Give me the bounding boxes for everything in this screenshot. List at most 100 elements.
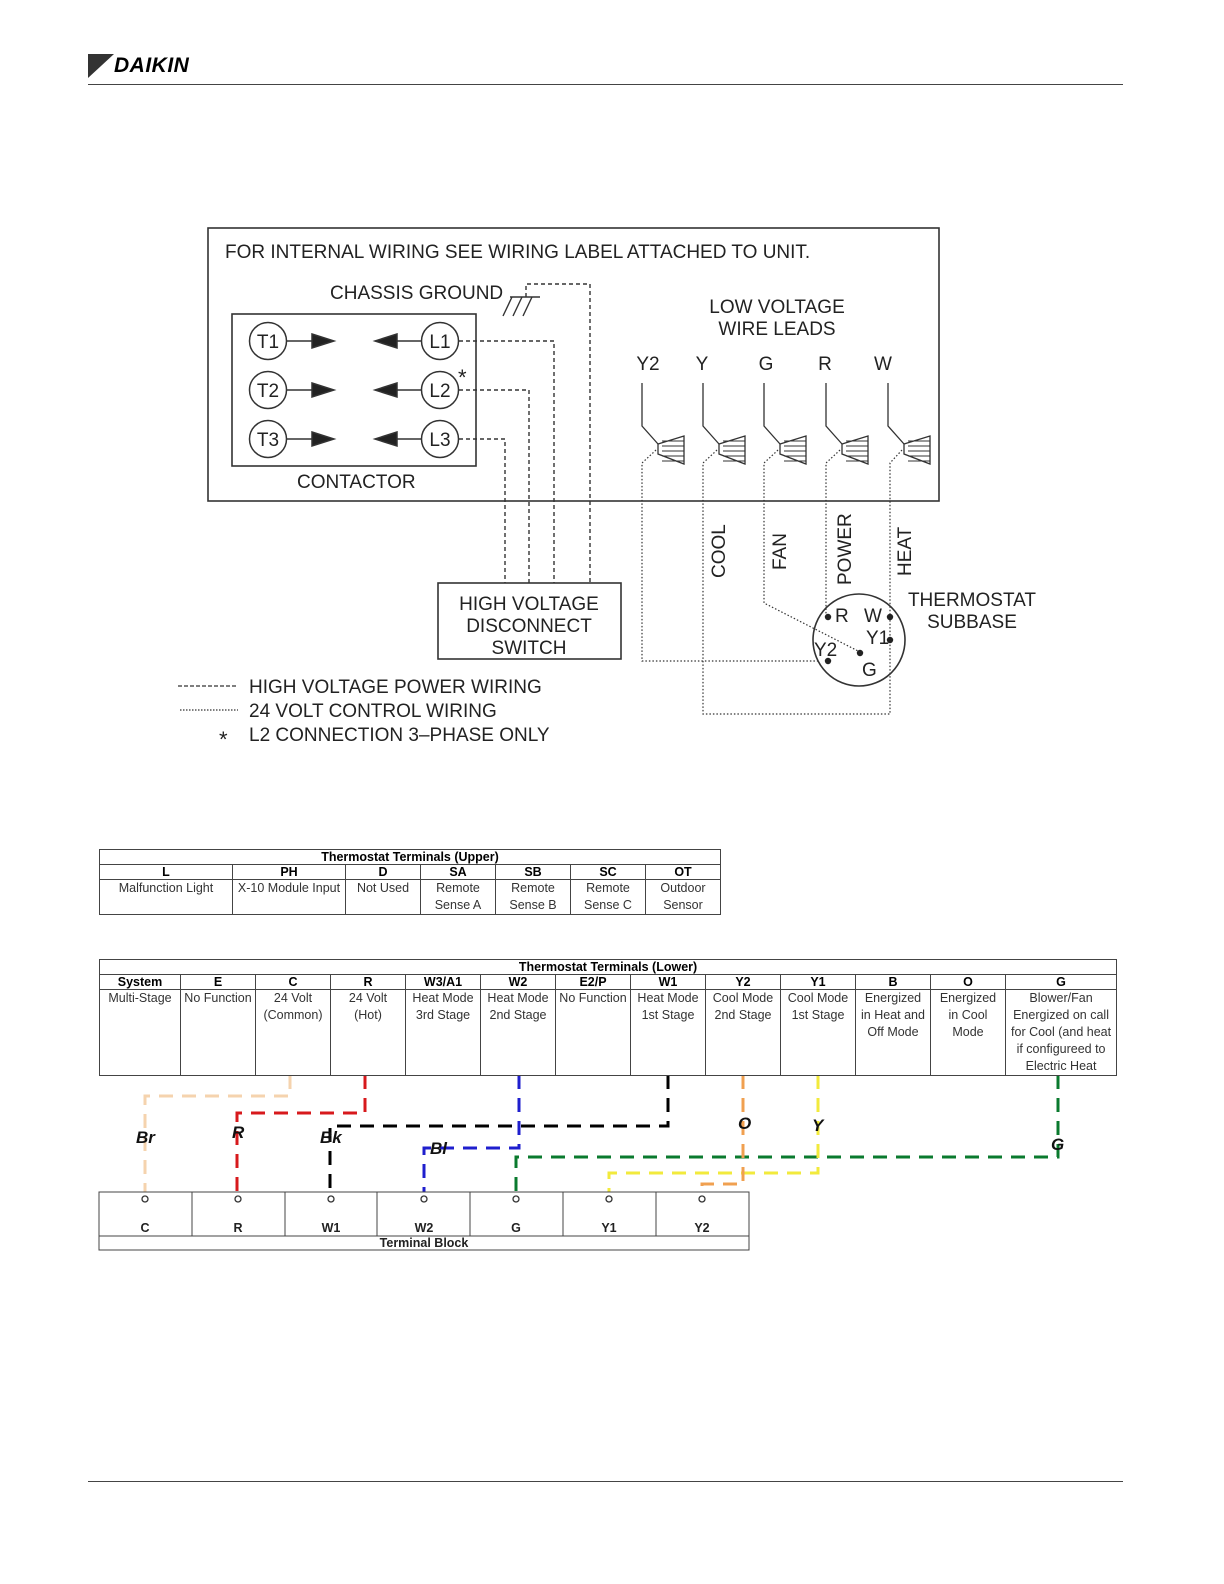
legend-star-symbol: *	[219, 727, 228, 752]
lower-cell-7-line: Heat Mode	[637, 991, 699, 1005]
svg-text:L3: L3	[429, 430, 450, 451]
disconnect-line2: DISCONNECT	[466, 616, 592, 637]
low-voltage-line2: WIRE LEADS	[718, 319, 835, 340]
upper-cell-6-line: Outdoor	[660, 881, 706, 895]
lower-cell-4-line: 3rd Stage	[415, 1008, 471, 1022]
lower-header-12: G	[1004, 974, 1118, 990]
high-voltage-wires	[459, 340, 555, 583]
lead-label-w: W	[874, 354, 892, 375]
thermostat-subbase-circle	[812, 593, 906, 687]
wire-green	[514, 1075, 1060, 1192]
upper-header-4: SB	[495, 864, 571, 880]
terminal-screw-1	[234, 1195, 242, 1203]
lower-cell-5-line: 2nd Stage	[489, 1008, 547, 1022]
lower-cell-12-line: Electric Heat	[1025, 1059, 1097, 1073]
wire-orange	[700, 1075, 745, 1192]
lower-cell-9-line: 1st Stage	[791, 1008, 845, 1022]
lower-cell-1-line: No Function	[184, 991, 252, 1005]
wire-function-power: POWER	[835, 513, 856, 585]
lower-cell-7-line: 1st Stage	[641, 1008, 695, 1022]
upper-header-2: D	[345, 864, 421, 880]
lower-cell-8-line: Cool Mode	[712, 991, 774, 1005]
lower-cell-3: 24 Volt(Hot)	[330, 989, 406, 1076]
low-voltage-line1: LOW VOLTAGE	[709, 297, 845, 318]
lower-cell-0: Multi-Stage	[99, 989, 181, 1076]
lower-header-5: W2	[480, 974, 556, 990]
wire-label-yellow: Y	[812, 1116, 825, 1135]
lower-cell-2: 24 Volt (Common)	[255, 989, 331, 1076]
thermostat-terminal-y1: Y1	[866, 628, 889, 649]
upper-header-1: PH	[232, 864, 346, 880]
lower-header-11: O	[930, 974, 1006, 990]
wire-label-red: R	[232, 1123, 245, 1142]
contactor-l2: L2	[420, 370, 460, 410]
legend-star: L2 CONNECTION 3–PHASE ONLY	[249, 725, 550, 746]
contactor-t2: T2	[248, 370, 288, 410]
lower-header-10: B	[855, 974, 931, 990]
tb-terminal-c: C	[140, 1221, 149, 1235]
wire-label-brown: Br	[136, 1128, 156, 1147]
upper-cell-0-line: Malfunction Light	[118, 881, 214, 895]
upper-cell-3-line: Sense A	[434, 898, 482, 912]
disconnect-line3: SWITCH	[492, 638, 567, 659]
thermostat-terminal-w: W	[864, 606, 882, 627]
tb-terminal-r: R	[233, 1221, 242, 1235]
terminal-screw-3	[420, 1195, 428, 1203]
tb-terminal-y2: Y2	[694, 1221, 709, 1235]
lower-cell-2-line: (Common)	[263, 1008, 323, 1022]
legend-high-voltage: HIGH VOLTAGE POWER WIRING	[249, 677, 542, 698]
legend-control: 24 VOLT CONTROL WIRING	[249, 701, 497, 722]
svg-text:L1: L1	[429, 332, 450, 353]
thermostat-terminal-y2: Y2	[814, 640, 837, 661]
lower-header-9: Y1	[780, 974, 856, 990]
upper-header-5: SC	[570, 864, 646, 880]
wire-brown	[143, 1075, 292, 1192]
svg-text:T1: T1	[257, 332, 279, 353]
lower-header-3: R	[330, 974, 406, 990]
lower-cell-12-line: Blower/Fan	[1029, 991, 1093, 1005]
contactor-label: CONTACTOR	[297, 472, 416, 493]
upper-header-0: L	[99, 864, 233, 880]
internal-wiring-note: FOR INTERNAL WIRING SEE WIRING LABEL ATT…	[225, 242, 810, 263]
lower-header-1: E	[180, 974, 256, 990]
lower-cell-2-line: 24 Volt	[273, 991, 313, 1005]
tb-terminal-w1: W1	[322, 1221, 341, 1235]
lower-header-7: W1	[630, 974, 706, 990]
lead-label-y2: Y2	[636, 354, 659, 375]
wire-label-black: Bk	[320, 1128, 343, 1147]
lower-cell-12-line: for Cool (and heat	[1011, 1025, 1112, 1039]
chassis-ground-label: CHASSIS GROUND	[330, 283, 503, 304]
upper-cell-4-line: Sense B	[509, 898, 557, 912]
terminal-screw-4	[512, 1195, 520, 1203]
wire-function-cool: COOL	[709, 524, 730, 578]
lead-label-g: G	[759, 354, 774, 375]
lower-cell-11-line: Energized	[939, 991, 997, 1005]
svg-text:T3: T3	[257, 430, 279, 451]
wire-function-fan: FAN	[770, 533, 791, 570]
lower-header-0: System	[99, 974, 181, 990]
upper-cell-2: Not Used	[345, 879, 421, 915]
upper-cell-1: X-10 Module Input	[232, 879, 346, 915]
wire-blue	[422, 1075, 521, 1192]
upper-cell-3-line: Remote	[436, 881, 480, 895]
wire-lead-connector-2	[763, 383, 807, 465]
wire-yellow	[607, 1075, 820, 1192]
lower-header-2: C	[255, 974, 331, 990]
upper-cell-4-line: Remote	[511, 881, 555, 895]
tb-terminal-g: G	[511, 1221, 521, 1235]
wire-label-orange: O	[738, 1114, 751, 1133]
lower-header-8: Y2	[705, 974, 781, 990]
terminal-block: Terminal Block C R W1 W2 G Y1 Y2	[98, 1191, 750, 1251]
wire-lead-connector-0	[641, 383, 685, 465]
wire-red	[235, 1075, 367, 1192]
wire-lead-connector-1	[702, 383, 746, 465]
wire-function-heat: HEAT	[895, 526, 916, 576]
wire-label-blue: Bl	[430, 1139, 448, 1158]
upper-header-3: SA	[420, 864, 496, 880]
tb-terminal-w2: W2	[415, 1221, 434, 1235]
